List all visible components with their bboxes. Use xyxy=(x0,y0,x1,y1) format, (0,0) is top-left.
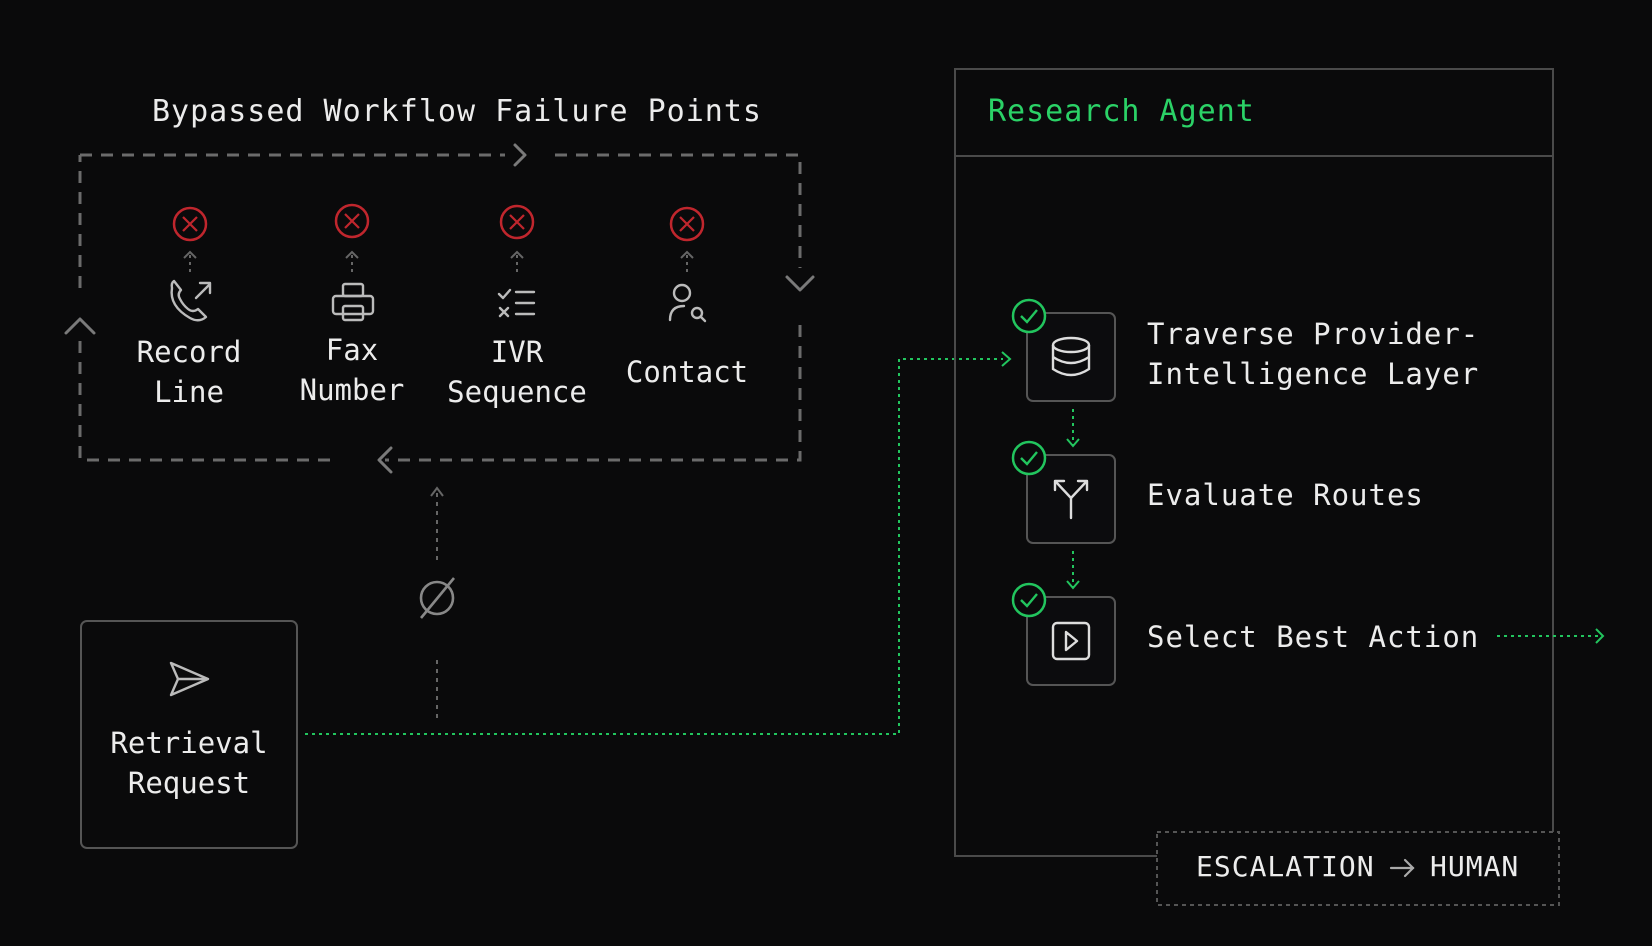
checklist-icon xyxy=(497,288,536,318)
check-circle-icon xyxy=(1011,298,1047,334)
send-icon xyxy=(169,661,210,697)
research-agent-title: Research Agent xyxy=(988,94,1255,129)
x-circle-icon xyxy=(669,206,705,242)
step-box-traverse xyxy=(1026,312,1116,402)
failure-point-contact: Contact xyxy=(625,355,749,389)
printer-icon xyxy=(331,282,375,322)
workflow-loop-arrows xyxy=(64,143,815,474)
failure-point-contact-graphics xyxy=(668,206,707,323)
arrow-right-icon xyxy=(1389,858,1415,878)
escalation-from: ESCALATION xyxy=(1196,850,1375,883)
failure-point-ivr-sequence-graphics xyxy=(497,204,536,318)
failure-point-ivr-sequence: IVR Sequence xyxy=(447,335,587,409)
step-evaluate-label: Evaluate Routes xyxy=(1147,478,1424,512)
failure-point-fax-number: Fax Number xyxy=(299,333,405,407)
failure-point-record-line-graphics xyxy=(170,206,212,322)
loop-arrow-down xyxy=(785,275,815,292)
loop-arrow-up xyxy=(64,317,96,335)
user-search-icon xyxy=(668,283,707,323)
step-box-select xyxy=(1026,596,1116,686)
blocked-connector xyxy=(430,486,444,718)
x-circle-icon xyxy=(172,206,208,242)
escalation-to: HUMAN xyxy=(1430,850,1520,883)
step-connectors xyxy=(1066,409,1080,590)
check-circle-icon xyxy=(1011,440,1047,476)
step-boxes xyxy=(1026,312,1116,686)
phone-outgoing-icon xyxy=(170,279,212,322)
loop-arrow-right xyxy=(513,143,527,167)
request-to-agent-connector xyxy=(305,351,1012,735)
workflow-loop xyxy=(78,153,802,462)
escalation-box xyxy=(1156,831,1560,906)
check-circles xyxy=(1011,298,1047,618)
step-select-label: Select Best Action xyxy=(1147,620,1480,654)
database-icon xyxy=(1051,336,1091,377)
failure-point-fax-number-graphics xyxy=(331,203,375,322)
check-circle-icon xyxy=(1011,582,1047,618)
retrieval-request-label: Retrieval Request xyxy=(110,726,268,800)
retrieval-request-box xyxy=(80,620,298,849)
workflow-title: Bypassed Workflow Failure Points xyxy=(152,94,762,129)
output-connector xyxy=(1497,628,1605,644)
route-split-icon xyxy=(1053,479,1089,520)
play-square-icon xyxy=(1051,621,1091,661)
step-traverse-label: Traverse Provider- Intelligence Layer xyxy=(1147,317,1480,391)
empty-set-icon xyxy=(419,577,456,619)
x-circle-icon xyxy=(334,203,370,239)
failure-point-record-line: Record Line xyxy=(136,335,242,409)
loop-arrow-left xyxy=(377,446,393,474)
x-circle-icon xyxy=(499,204,535,240)
